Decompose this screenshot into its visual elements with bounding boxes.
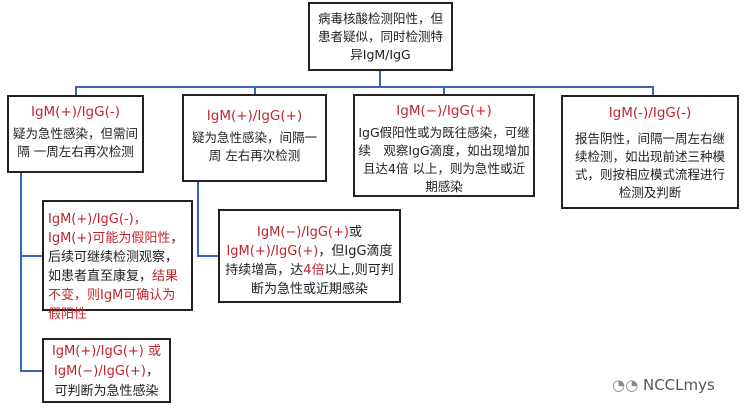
- connector: [197, 182, 199, 257]
- sub-text: 或: [348, 225, 362, 240]
- sub-text: 以上,则可判断为急性或近期感染: [250, 263, 394, 297]
- root-box: 病毒核酸检测阳性，但患者疑似，同时检测特异IgM/IgG: [308, 2, 453, 71]
- box-igm-pos-igg-pos: IgM(+)/IgG(+) 疑为急性感染，间隔一周 左右再次检测: [182, 94, 327, 182]
- sub-text-red: 4倍: [303, 263, 325, 278]
- connector: [20, 255, 42, 257]
- sub-box-false-positive: IgM(+)/IgG(-)，IgM(+)可能为假阳性，后续可继续检测观察，如患者…: [42, 200, 193, 322]
- connector: [443, 86, 445, 95]
- sub-text-red: IgM(+)/IgG(-)，IgM(+)可能为假阳性: [48, 212, 171, 246]
- sub-box-acute: IgM(+)/IgG(+) 或 IgM(−)/IgG(+)，可判断为急性感染: [42, 338, 171, 403]
- watermark-text: NCCLmys: [642, 376, 715, 394]
- root-text: 病毒核酸检测阳性，但患者疑似，同时检测特异IgM/IgG: [317, 11, 443, 62]
- connector: [20, 172, 22, 372]
- box-igm-pos-igg-neg: IgM(+)/IgG(-) 疑为急性感染，但需间隔 一周左右再次检测: [7, 95, 144, 173]
- sub-box-titer-increase: IgM(−)/IgG(+)或 IgM(+)/IgG(+)，但IgG滴度持续增高，…: [218, 209, 401, 303]
- sub-text-red: IgM(+)/IgG(+) 或 IgM(−)/IgG(+): [51, 344, 162, 379]
- box-title: IgM(-)/IgG(-): [608, 105, 692, 121]
- wechat-icon: ◔◔: [612, 376, 639, 394]
- sub-text-red: 结果不变，则IgM可确认为假阳性: [48, 269, 179, 322]
- sub-text: ，可判断为急性感染: [54, 364, 159, 399]
- box-body: IgG假阳性或为既往感染，可继续 观察IgG滴度，如出现增加且达4倍 以上，则为…: [358, 125, 530, 194]
- connector: [652, 86, 654, 96]
- box-title: IgM(+)/IgG(+): [206, 108, 303, 124]
- box-title: IgM(−)/IgG(+): [396, 103, 492, 119]
- watermark: ◔◔ NCCLmys: [612, 376, 715, 394]
- box-igm-neg-igg-neg: IgM(-)/IgG(-) 报告阴性，间隔一周左右继续检测，如出现前述三种模式，…: [561, 95, 739, 209]
- sub-text-red: IgM(+)/IgG(+): [226, 244, 319, 259]
- connector: [197, 255, 218, 257]
- sub-text-red: IgM(−)/IgG(+): [257, 225, 349, 240]
- connector: [75, 86, 654, 88]
- sub-text: ，但IgG滴度持续增高，达: [225, 244, 393, 278]
- connector: [254, 86, 256, 95]
- connector: [20, 370, 42, 372]
- box-body: 疑为急性感染，但需间隔 一周左右再次检测: [12, 126, 138, 159]
- box-igm-neg-igg-pos: IgM(−)/IgG(+) IgG假阳性或为既往感染，可继续 观察IgG滴度，如…: [353, 94, 535, 197]
- box-title: IgM(+)/IgG(-): [30, 104, 120, 120]
- sub-text: ，后续可继续检测观察，如患者直至康复，: [48, 231, 184, 284]
- box-body: 报告阴性，间隔一周左右继续检测，如出现前述三种模式，则按相应模式流程进行检测及判…: [574, 131, 725, 200]
- connector: [75, 86, 77, 96]
- connector: [379, 70, 381, 88]
- box-body: 疑为急性感染，间隔一周 左右再次检测: [191, 130, 317, 163]
